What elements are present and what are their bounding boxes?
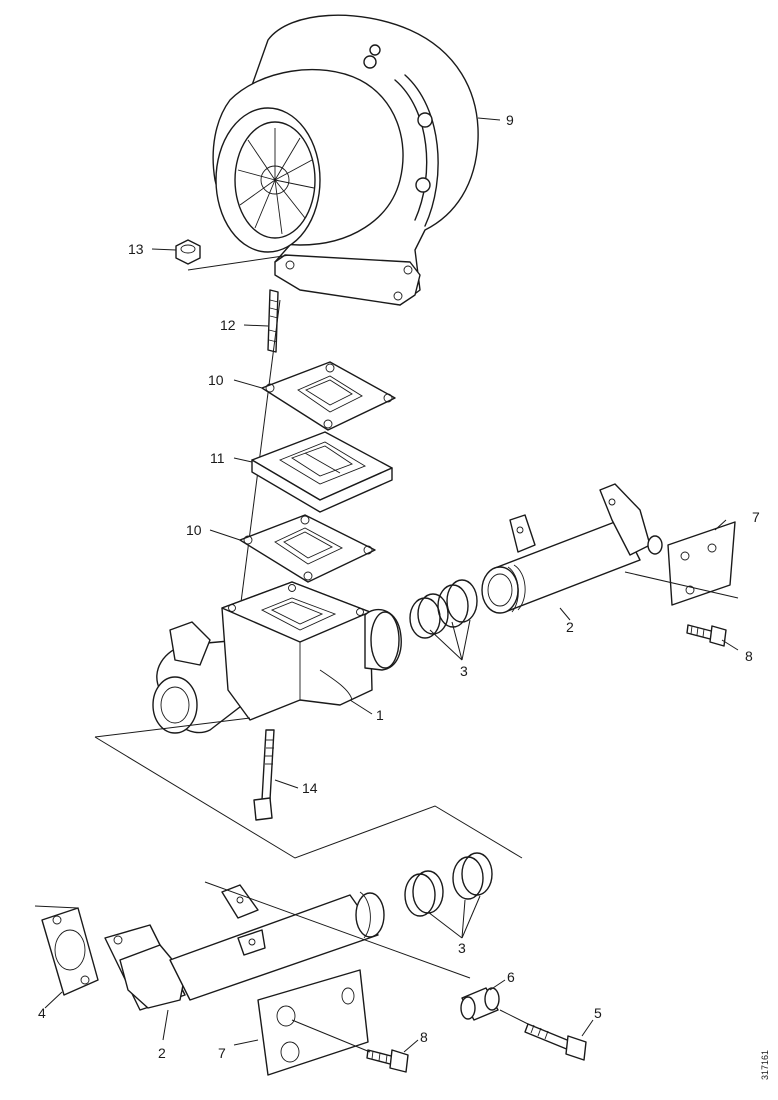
callout-10-lower: 10 — [186, 522, 202, 538]
turbocharger-part-9 — [212, 14, 479, 306]
leader-lines — [44, 117, 739, 1053]
screw-part-8-lower — [366, 1049, 409, 1073]
spacer-sleeve-part-6 — [460, 987, 500, 1021]
flange-gasket-part-4 — [41, 907, 99, 996]
exhaust-pipe-part-2-upper — [481, 483, 663, 614]
callout-9: 9 — [506, 112, 514, 128]
sealing-rings-part-3-upper — [409, 579, 478, 639]
bolt-part-14 — [253, 729, 275, 821]
callout-7-lower: 7 — [218, 1045, 226, 1061]
callout-6: 6 — [507, 969, 515, 985]
nut-part-13 — [175, 239, 201, 265]
spacer-plate-part-11 — [251, 431, 393, 513]
callout-4: 4 — [38, 1005, 46, 1021]
callout-13: 13 — [128, 241, 144, 257]
exhaust-pipe-part-2-lower — [104, 884, 385, 1011]
gasket-part-10-lower — [239, 514, 376, 583]
callout-labels: 9 13 12 10 11 10 7 2 3 8 1 14 4 2 7 3 6 … — [38, 112, 760, 1061]
screw-part-8-upper — [686, 624, 727, 647]
callout-12: 12 — [220, 317, 236, 333]
callout-7-upper: 7 — [752, 509, 760, 525]
callout-8-lower: 8 — [420, 1029, 428, 1045]
bolt-part-5 — [524, 1023, 587, 1061]
stud-part-12 — [267, 289, 279, 353]
sealing-rings-part-3-lower — [404, 852, 493, 917]
manifold-elbow-part-1 — [152, 581, 402, 734]
gasket-part-10-upper — [261, 361, 396, 431]
document-number: 317161 — [760, 1050, 770, 1080]
callout-2-upper: 2 — [566, 619, 574, 635]
callout-14: 14 — [302, 780, 318, 796]
callout-2-lower: 2 — [158, 1045, 166, 1061]
callout-10-upper: 10 — [208, 372, 224, 388]
callout-3-lower: 3 — [458, 940, 466, 956]
heat-shield-part-7-upper — [667, 521, 736, 606]
callout-11: 11 — [210, 450, 225, 466]
callout-1: 1 — [376, 707, 384, 723]
heat-shield-part-7-lower — [257, 969, 369, 1076]
callout-8-upper: 8 — [745, 648, 753, 664]
callout-5: 5 — [594, 1005, 602, 1021]
callout-3-upper: 3 — [460, 663, 468, 679]
